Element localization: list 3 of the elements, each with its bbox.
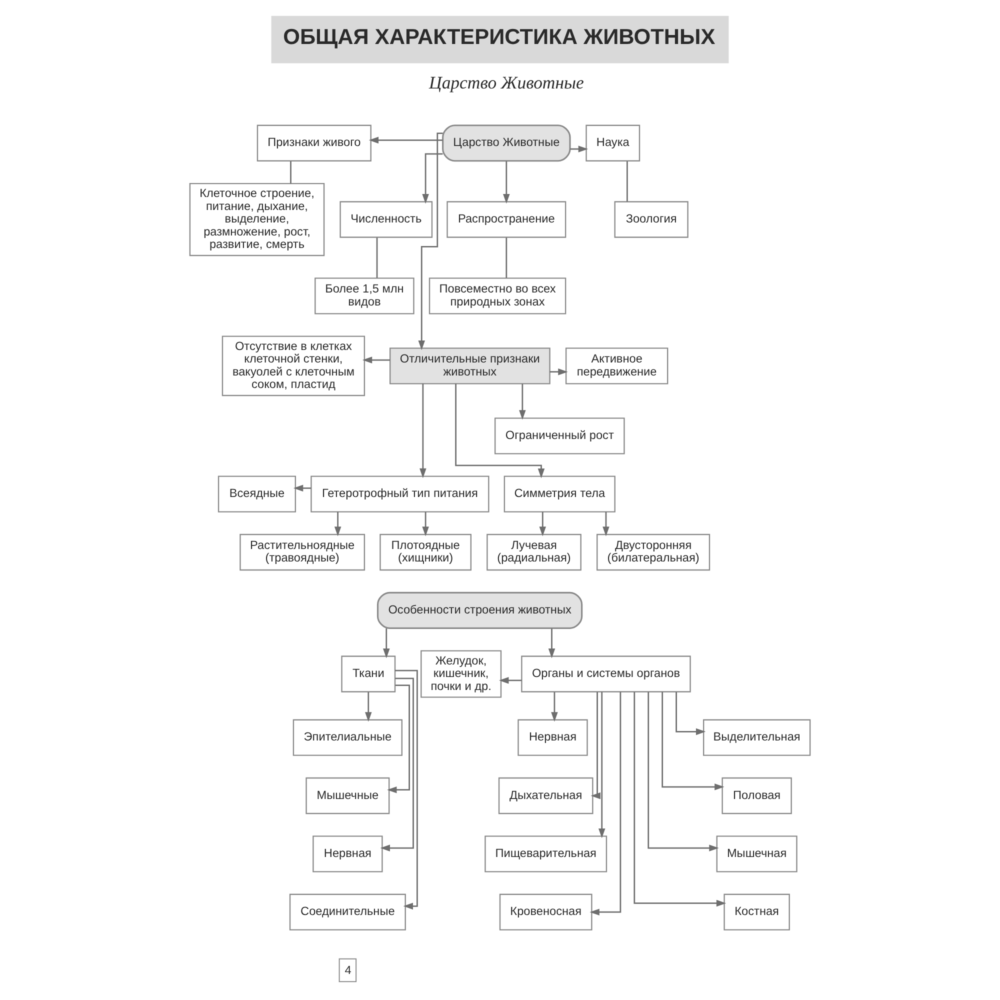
label: 4 bbox=[344, 962, 352, 977]
label: Царство Животные bbox=[429, 72, 584, 92]
diagram-title: ОБЩАЯ ХАРАКТЕРИСТИКА ЖИВОТНЫХ bbox=[283, 24, 716, 50]
